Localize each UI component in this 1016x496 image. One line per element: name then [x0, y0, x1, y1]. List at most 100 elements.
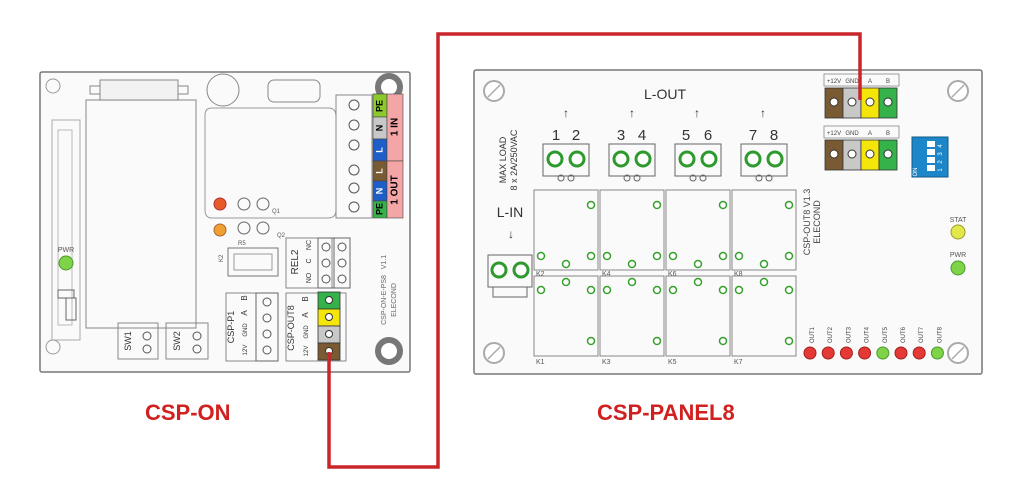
- dip-num-4: 4: [938, 144, 944, 148]
- terminal-in-pe: PE: [374, 100, 384, 112]
- output-number: 4: [638, 127, 646, 144]
- relay-label-k8: K8: [734, 271, 743, 278]
- panel-pwr-led-icon: [950, 260, 966, 276]
- csp-out8-terminal: [317, 291, 341, 361]
- panel-silk-1: CSP-OUT8 V1.3: [802, 189, 812, 256]
- arrow-up-icon: ↑: [694, 106, 700, 120]
- relay-label-k7: K7: [734, 359, 743, 366]
- output-number: 2: [572, 127, 580, 144]
- terminal-out-n: N: [374, 188, 384, 195]
- screw-icon: [947, 342, 969, 364]
- pwr-led-icon: [58, 255, 74, 271]
- output-led-icon: [821, 346, 835, 360]
- dip-num-2: 2: [938, 160, 944, 164]
- screw-icon: [947, 80, 969, 102]
- stat-led-icon: [950, 224, 966, 240]
- output-led-label: OUT1: [810, 326, 816, 343]
- csp-on-pwr-label: PWR: [58, 247, 74, 254]
- relay-label-k6: K6: [668, 271, 677, 278]
- output-led-icon: [803, 346, 817, 360]
- csp-out8-pin-a: A: [301, 312, 310, 318]
- output-led-label: OUT8: [937, 326, 943, 343]
- output-led-icon: [858, 346, 872, 360]
- csp-panel8-board: L-OUT MAX LOAD 8 x 2A/250VAC ↑ 1 2 ↑ 3 4…: [473, 69, 983, 375]
- dip-num-3: 3: [938, 152, 944, 156]
- csp-p1-pin-a: A: [240, 310, 249, 316]
- panel-silk-2: ELECOND: [812, 200, 822, 244]
- rel2-terminal: [317, 237, 351, 289]
- csp-p1-title: CSP-P1: [226, 311, 236, 344]
- sw1-label: SW1: [123, 331, 133, 351]
- output-pair-1-2: ↑ 1 2: [542, 106, 590, 182]
- output-led-label: OUT7: [919, 326, 925, 343]
- terminal-out-l: L: [374, 168, 384, 174]
- dip-on-label: ON: [913, 168, 919, 177]
- csp-out8-pin-gnd: GND: [304, 325, 310, 339]
- panel-pwr-label: PWR: [950, 252, 966, 259]
- csp-on-caption: CSP-ON: [145, 400, 231, 425]
- arrow-up-icon: ↑: [760, 106, 766, 120]
- max-load-line1: MAX LOAD: [498, 136, 508, 183]
- bus-pin-a: A: [868, 79, 872, 85]
- output-pair-3-4: ↑ 3 4: [608, 106, 656, 182]
- output-led-icon: [839, 346, 853, 360]
- bus-terminal-bottom: +12V GND A B: [823, 125, 900, 171]
- csp-on-silk-3: ELECOND: [391, 283, 398, 317]
- relay-pads: [536, 200, 794, 346]
- stat-label: STAT: [950, 217, 968, 224]
- led-orange-icon: [213, 223, 227, 237]
- l-in-terminal: [487, 254, 533, 298]
- csp-p1-pin-b: B: [240, 295, 249, 300]
- dip-num-1: 1: [938, 168, 944, 172]
- mounting-hole: [375, 337, 403, 365]
- output-led-label: OUT2: [828, 326, 834, 343]
- rel2-pin-nc: NC: [306, 240, 313, 250]
- terminal-out-label: 1 OUT: [390, 175, 401, 204]
- l-out-label: L-OUT: [644, 86, 686, 102]
- output-led-label: OUT5: [883, 326, 889, 343]
- led-red-icon: [213, 197, 227, 211]
- bus-pin-b: B: [886, 131, 890, 137]
- bus-pin-gnd: GND: [845, 79, 859, 85]
- rel2-title: REL2: [290, 249, 301, 274]
- arrow-down-icon: ↓: [508, 227, 514, 241]
- dip-switch[interactable]: ON 1 2 3 4: [911, 136, 949, 178]
- rel2-pin-c: C: [306, 258, 313, 263]
- terminal-screws: [348, 99, 360, 213]
- output-led-icon: [930, 346, 944, 360]
- terminal-in-label: 1 IN: [390, 118, 401, 136]
- output-pair-7-8: ↑ 7 8: [740, 106, 788, 182]
- csp-p1-pin-12v: 12V: [243, 345, 249, 356]
- output-led-label: OUT6: [901, 326, 907, 343]
- output-led-icon: [894, 346, 908, 360]
- bus-pin-12v: +12V: [827, 131, 841, 137]
- sw2-label: SW2: [172, 331, 182, 351]
- csp-p1-pin-gnd: GND: [243, 323, 249, 337]
- csp-panel8-caption: CSP-PANEL8: [597, 400, 735, 425]
- output-led-icon: [876, 346, 890, 360]
- terminal-in-l: L: [374, 147, 384, 153]
- relay-label-k5: K5: [668, 359, 677, 366]
- terminal-in-n: N: [374, 125, 384, 132]
- output-pair-5-6: ↑ 5 6: [674, 106, 722, 182]
- screw-icon: [483, 80, 505, 102]
- output-led-icon: [912, 346, 926, 360]
- part-r5: R5: [238, 241, 246, 247]
- part-q1: Q1: [272, 209, 281, 215]
- screw-icon: [483, 342, 505, 364]
- csp-on-silk-2: V1.1: [381, 255, 388, 270]
- relay-label-k3: K3: [602, 359, 611, 366]
- arrow-up-icon: ↑: [563, 106, 569, 120]
- rel2-pin-no: NO: [306, 272, 313, 283]
- bus-terminal-top: +12V GND A B: [823, 73, 900, 119]
- csp-on-silk-1: CSP-ON-E-PS8: [381, 275, 388, 325]
- arrow-up-icon: ↑: [629, 106, 635, 120]
- bus-pin-12v: +12V: [827, 79, 841, 85]
- csp-out8-pin-b: B: [301, 296, 310, 301]
- max-load-line2: 8 x 2A/250VAC: [509, 129, 519, 190]
- output-number: 8: [770, 127, 778, 144]
- part-q2: Q2: [277, 233, 286, 239]
- output-number: 7: [749, 127, 757, 144]
- output-led-label: OUT3: [846, 326, 852, 343]
